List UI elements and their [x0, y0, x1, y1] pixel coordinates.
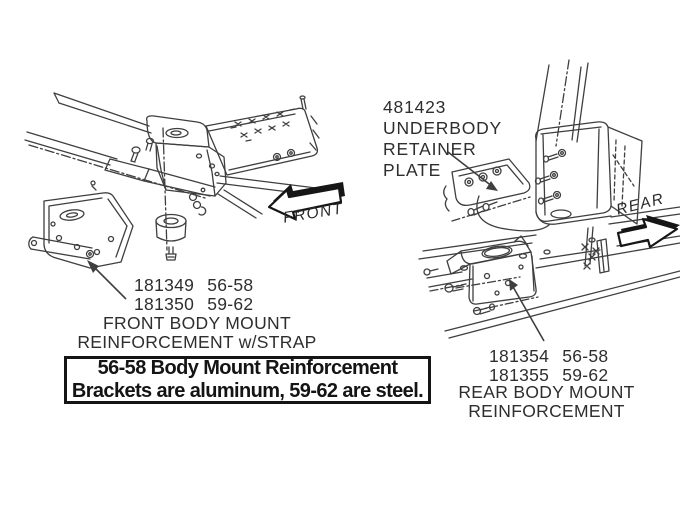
front-part-years-1: 56-58: [207, 275, 254, 295]
rear-caption: REAR BODY MOUNT REINFORCEMENT: [430, 383, 663, 420]
rear-part-number-1: 181354: [489, 346, 550, 366]
retainer-plate-caption-line-2: RETAINER: [383, 139, 477, 159]
note-line-2: Brackets are aluminum, 59-62 are steel.: [71, 380, 424, 402]
front-part-number-1: 181349: [134, 275, 195, 295]
front-part-years-2: 59-62: [207, 294, 254, 314]
front-direction-arrow-icon: [267, 182, 345, 221]
rear-part-number-2: 181355: [489, 365, 550, 385]
front-part-number-2: 181350: [134, 294, 195, 314]
rear-part-years-2: 59-62: [562, 365, 609, 385]
front-caption: FRONT BODY MOUNT REINFORCEMENT w/STRAP: [62, 314, 332, 351]
rear-caption-line-1: REAR BODY MOUNT: [458, 382, 635, 402]
retainer-plate-caption: 481423 UNDERBODY RETAINER PLATE: [383, 97, 502, 181]
front-part-row-1: 181349 56-58: [134, 276, 253, 295]
retainer-plate-leader-arrow-icon: [447, 151, 498, 191]
front-caption-line-2: REINFORCEMENT w/STRAP: [77, 331, 317, 352]
retainer-plate-number: 481423: [383, 97, 447, 117]
note-box: 56-58 Body Mount Reinforcement Brackets …: [64, 356, 431, 404]
front-leader-arrow-icon: [87, 260, 127, 300]
rear-leader-arrow-icon: [509, 279, 545, 342]
retainer-plate-caption-line-1: UNDERBODY: [383, 118, 503, 138]
rear-part-years-1: 56-58: [562, 346, 609, 366]
note-line-1: 56-58 Body Mount Reinforcement: [97, 357, 398, 379]
rear-part-numbers: 181354 56-58 181355 59-62: [489, 347, 608, 385]
retainer-plate-caption-line-3: PLATE: [383, 160, 442, 180]
rear-direction-arrow-icon: [616, 215, 680, 249]
rear-assembly-drawing: [418, 59, 680, 339]
rear-part-row-1: 181354 56-58: [489, 347, 608, 366]
rear-caption-line-2: REINFORCEMENT: [468, 400, 625, 421]
front-part-numbers: 181349 56-58 181350 59-62: [134, 276, 253, 314]
front-caption-line-1: FRONT BODY MOUNT: [103, 313, 291, 333]
front-assembly-drawing: [24, 92, 333, 269]
rear-part-row-2: 181355 59-62: [489, 366, 608, 385]
front-part-row-2: 181350 59-62: [134, 295, 253, 314]
